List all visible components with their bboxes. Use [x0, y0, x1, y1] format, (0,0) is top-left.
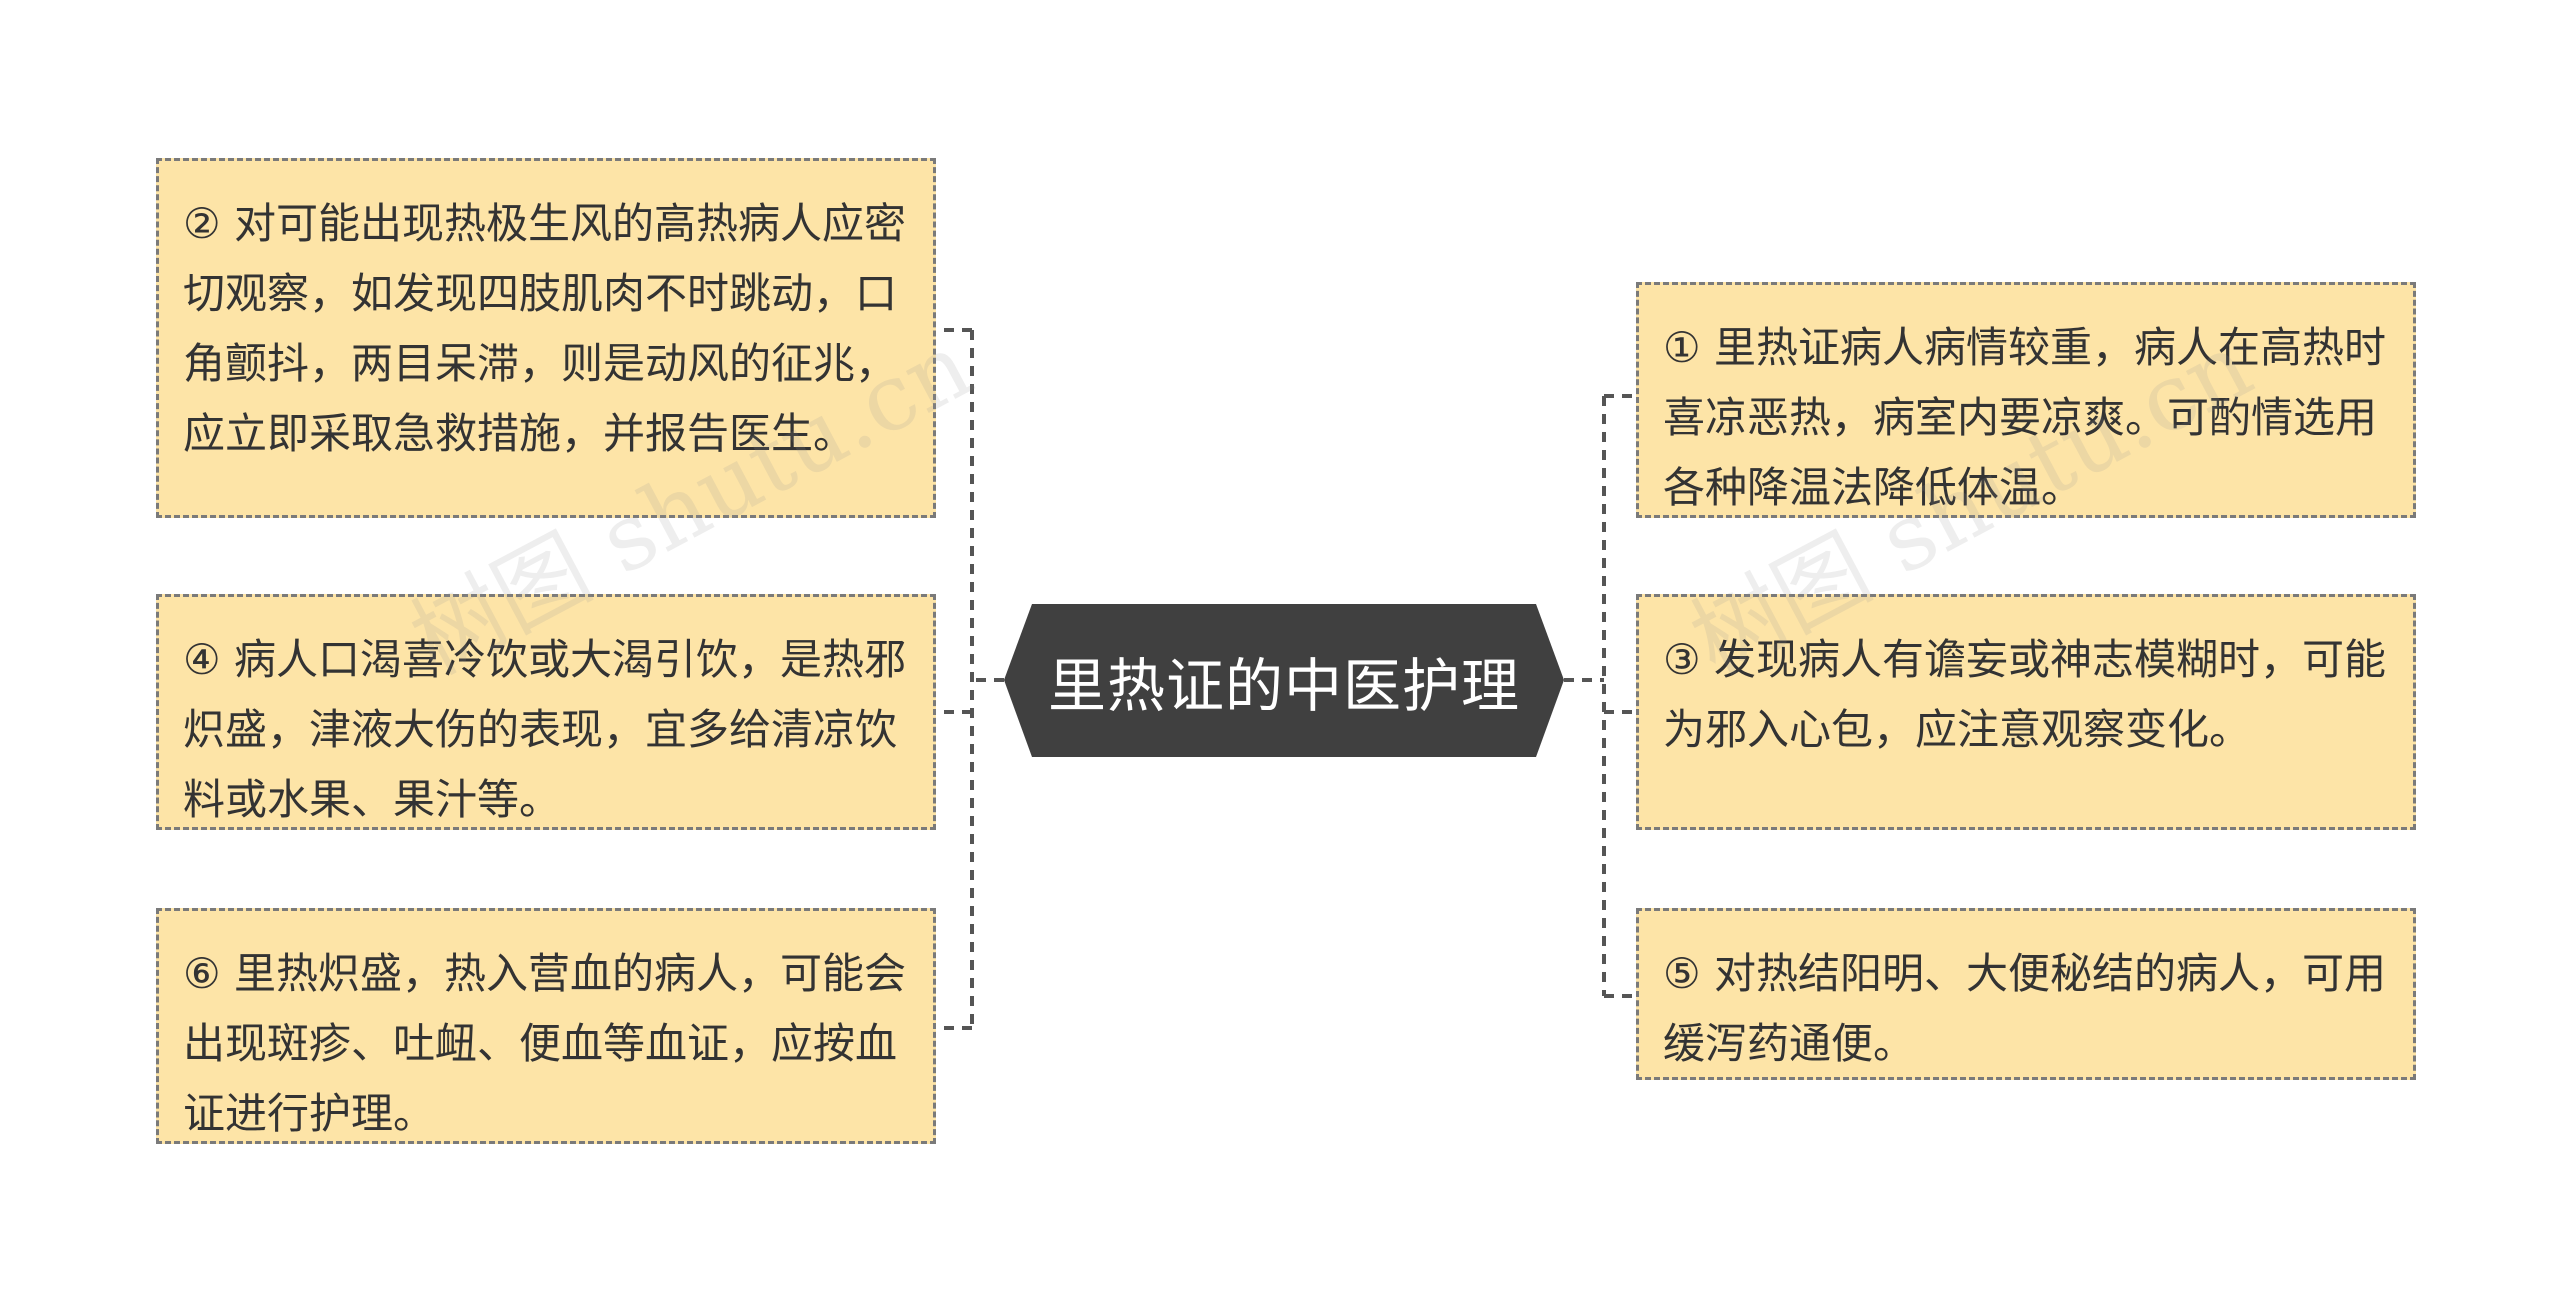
connector-right-trunk	[1564, 396, 1606, 996]
topic-node-3[interactable]: ③ 发现病人有谵妄或神志模糊时，可能为邪入心包，应注意观察变化。	[1636, 594, 2416, 830]
central-topic-node[interactable]: 里热证的中医护理	[1004, 604, 1564, 757]
topic-node-6[interactable]: ⑥ 里热炽盛，热入营血的病人，可能会出现斑疹、吐衄、便血等血证，应按血证进行护理…	[156, 908, 936, 1144]
central-topic-title: 里热证的中医护理	[1047, 651, 1520, 720]
topic-node-5-text: ⑤ 对热结阳明、大便秘结的病人，可用缓泻药通便。	[1663, 949, 2387, 1068]
topic-node-2-text: ② 对可能出现热极生风的高热病人应密切观察，如发现四肢肌肉不时跳动，口角颤抖，两…	[183, 199, 907, 458]
topic-node-4-text: ④ 病人口渴喜冷饮或大渴引饮，是热邪炽盛，津液大伤的表现，宜多给清凉饮料或水果、…	[183, 635, 907, 824]
central-topic-shape	[1004, 604, 1564, 757]
topic-node-1[interactable]: ① 里热证病人病情较重，病人在高热时喜凉恶热，病室内要凉爽。可酌情选用各种降温法…	[1636, 282, 2416, 518]
topic-node-1-text: ① 里热证病人病情较重，病人在高热时喜凉恶热，病室内要凉爽。可酌情选用各种降温法…	[1663, 323, 2387, 512]
topic-node-5[interactable]: ⑤ 对热结阳明、大便秘结的病人，可用缓泻药通便。	[1636, 908, 2416, 1080]
topic-node-6-text: ⑥ 里热炽盛，热入营血的病人，可能会出现斑疹、吐衄、便血等血证，应按血证进行护理…	[183, 949, 907, 1138]
topic-node-2[interactable]: ② 对可能出现热极生风的高热病人应密切观察，如发现四肢肌肉不时跳动，口角颤抖，两…	[156, 158, 936, 518]
topic-node-4[interactable]: ④ 病人口渴喜冷饮或大渴引饮，是热邪炽盛，津液大伤的表现，宜多给清凉饮料或水果、…	[156, 594, 936, 830]
topic-node-3-text: ③ 发现病人有谵妄或神志模糊时，可能为邪入心包，应注意观察变化。	[1663, 635, 2387, 754]
connector-left-trunk	[970, 330, 1004, 1028]
